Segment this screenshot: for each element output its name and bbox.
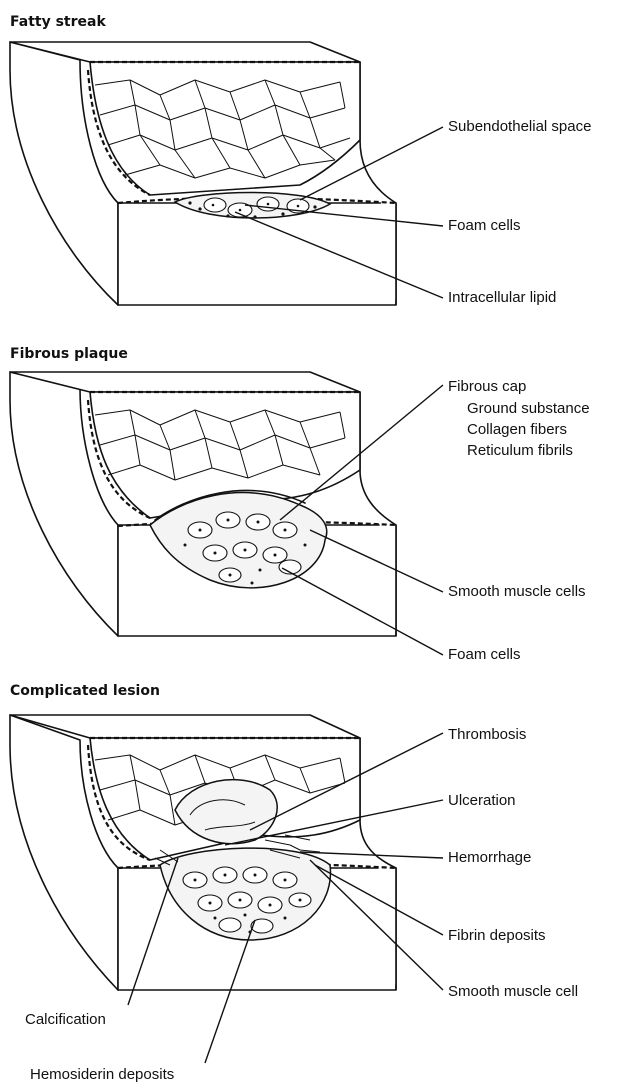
label-ulceration: Ulceration xyxy=(448,792,516,810)
label-ground-substance: Ground substance xyxy=(467,400,590,418)
fibrous-plaque-illustration xyxy=(10,372,443,655)
label-hemorrhage: Hemorrhage xyxy=(448,849,531,867)
label-calcification: Calcification xyxy=(25,1011,106,1029)
label-foam-cells-2: Foam cells xyxy=(448,646,521,664)
label-fibrin-deposits: Fibrin deposits xyxy=(448,927,546,945)
panel-title-fibrous-plaque: Fibrous plaque xyxy=(10,346,128,362)
panel-title-fatty-streak: Fatty streak xyxy=(10,14,106,30)
label-subendothelial-space: Subendothelial space xyxy=(448,118,591,136)
label-smooth-muscle-cells: Smooth muscle cells xyxy=(448,583,586,601)
label-reticulum-fibrils: Reticulum fibrils xyxy=(467,442,573,460)
label-foam-cells-1: Foam cells xyxy=(448,217,521,235)
panel-title-complicated-lesion: Complicated lesion xyxy=(10,683,160,699)
label-intracellular-lipid: Intracellular lipid xyxy=(448,289,556,307)
label-hemosiderin-deposits: Hemosiderin deposits xyxy=(30,1066,174,1084)
fatty-streak-illustration xyxy=(10,42,443,305)
label-thrombosis: Thrombosis xyxy=(448,726,526,744)
label-fibrous-cap: Fibrous cap xyxy=(448,378,526,396)
label-smooth-muscle-cell: Smooth muscle cell xyxy=(448,983,578,1001)
label-collagen-fibers: Collagen fibers xyxy=(467,421,567,439)
